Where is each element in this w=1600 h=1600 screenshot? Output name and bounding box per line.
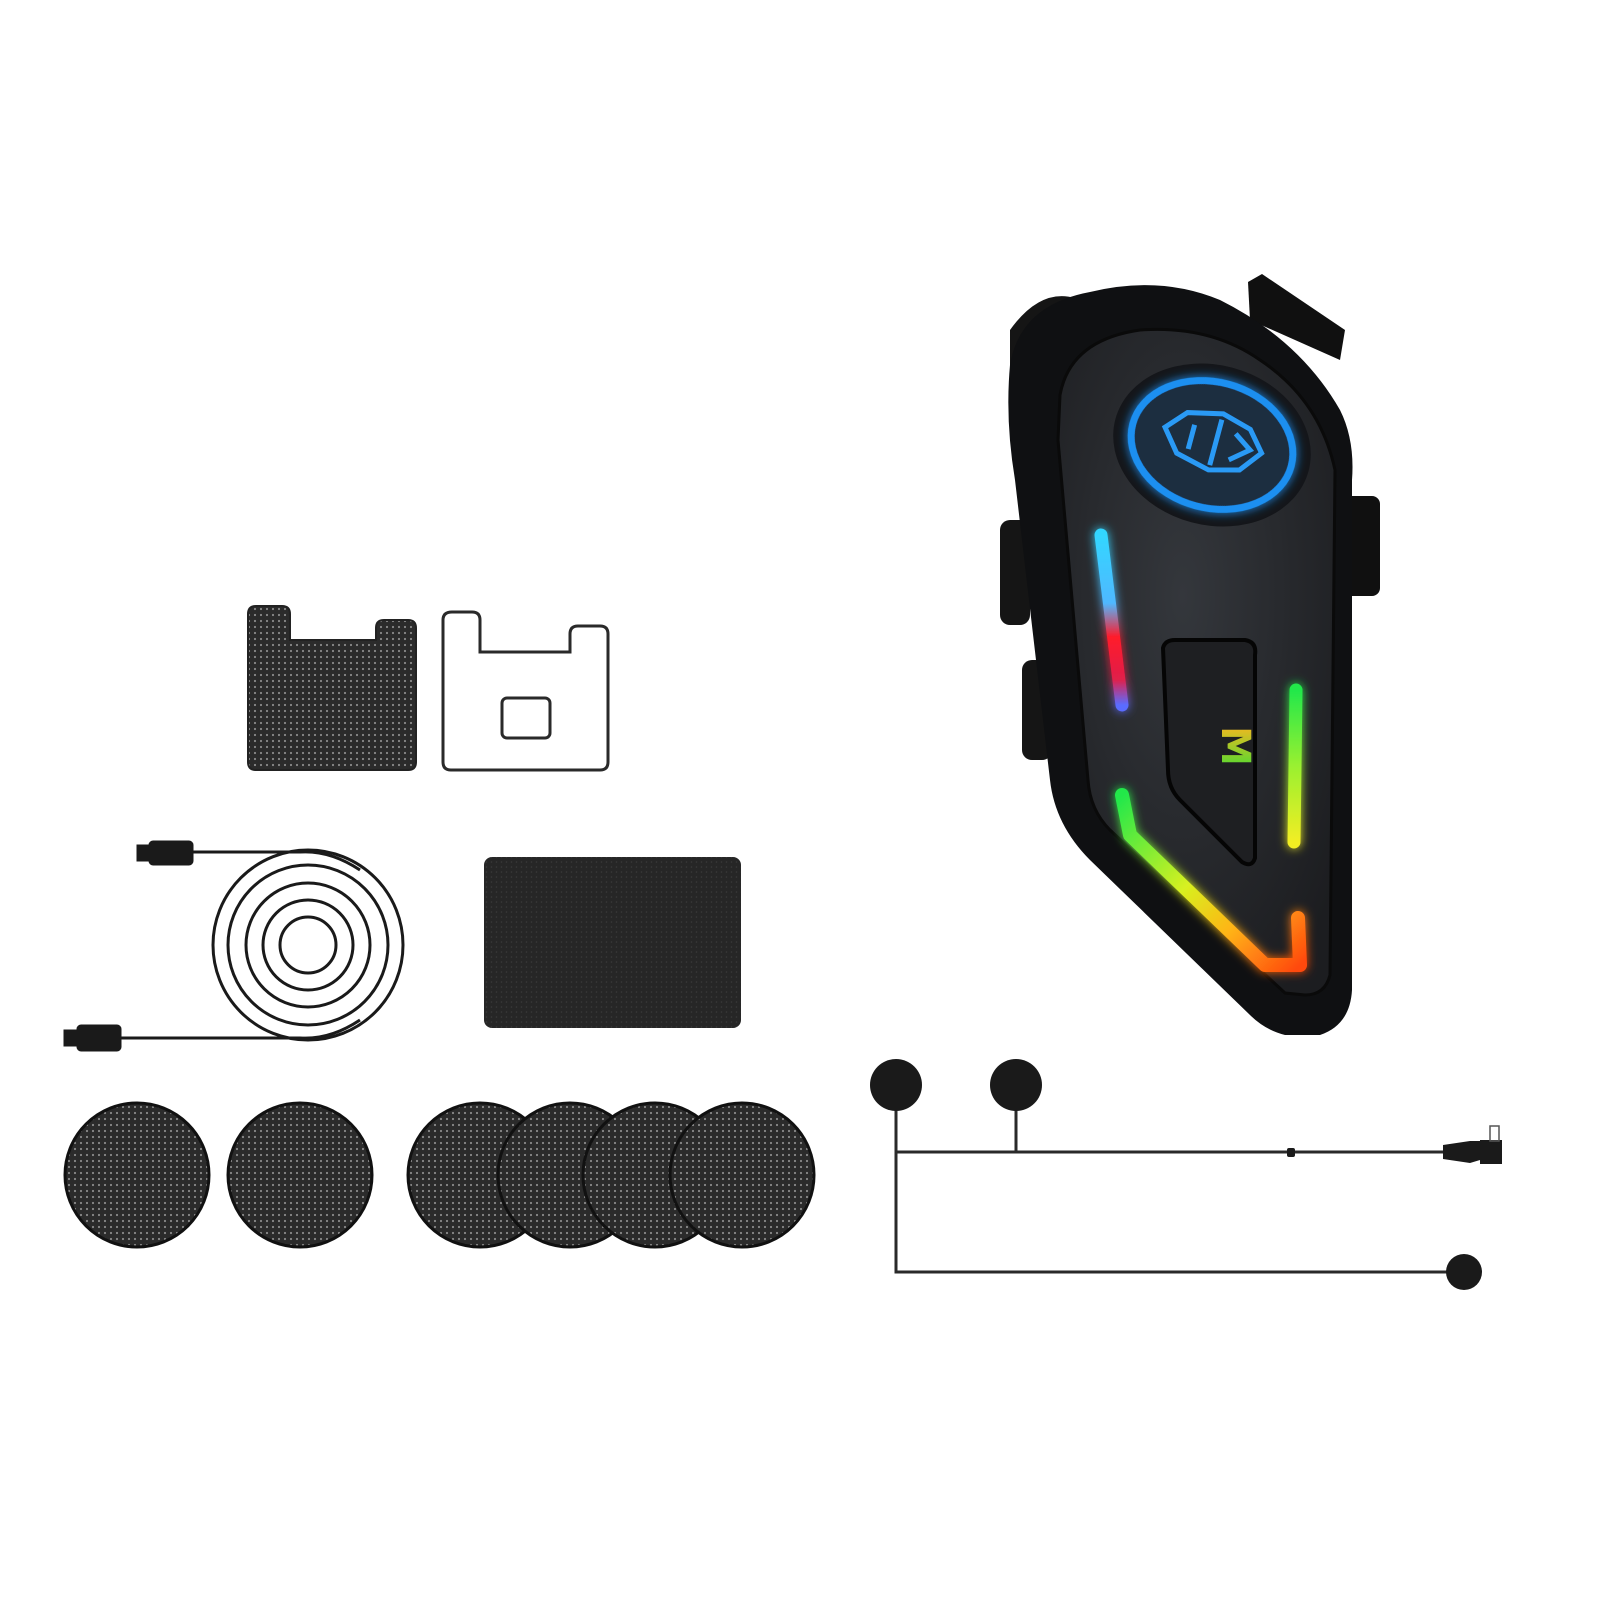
mounting-plate-outline xyxy=(441,610,610,772)
mesh-sticker xyxy=(247,605,417,771)
headset-speakers-microphone-cable xyxy=(870,1059,1502,1290)
speaker-left-icon xyxy=(870,1059,922,1111)
speaker-right-icon xyxy=(990,1059,1042,1111)
usb-c-connector-icon xyxy=(1443,1140,1502,1164)
rgb-led-strips xyxy=(1094,528,1307,972)
speaker-foam-covers xyxy=(63,1101,816,1249)
intercom-device: M xyxy=(1000,274,1380,1036)
led-strip-left xyxy=(1094,528,1129,712)
main-logo-button xyxy=(1113,363,1311,527)
m-button-label: M xyxy=(1212,726,1258,766)
usb-cable-coil xyxy=(63,840,405,1052)
usb-plug-icon xyxy=(76,1024,122,1052)
m-button xyxy=(1160,638,1258,867)
logo-icon xyxy=(1161,410,1265,473)
led-strip-bottom xyxy=(1115,788,1307,972)
usb-plug-icon xyxy=(148,840,194,866)
microphone-icon xyxy=(1446,1254,1482,1290)
velcro-pad xyxy=(484,857,741,1028)
led-strip-right xyxy=(1287,683,1303,849)
